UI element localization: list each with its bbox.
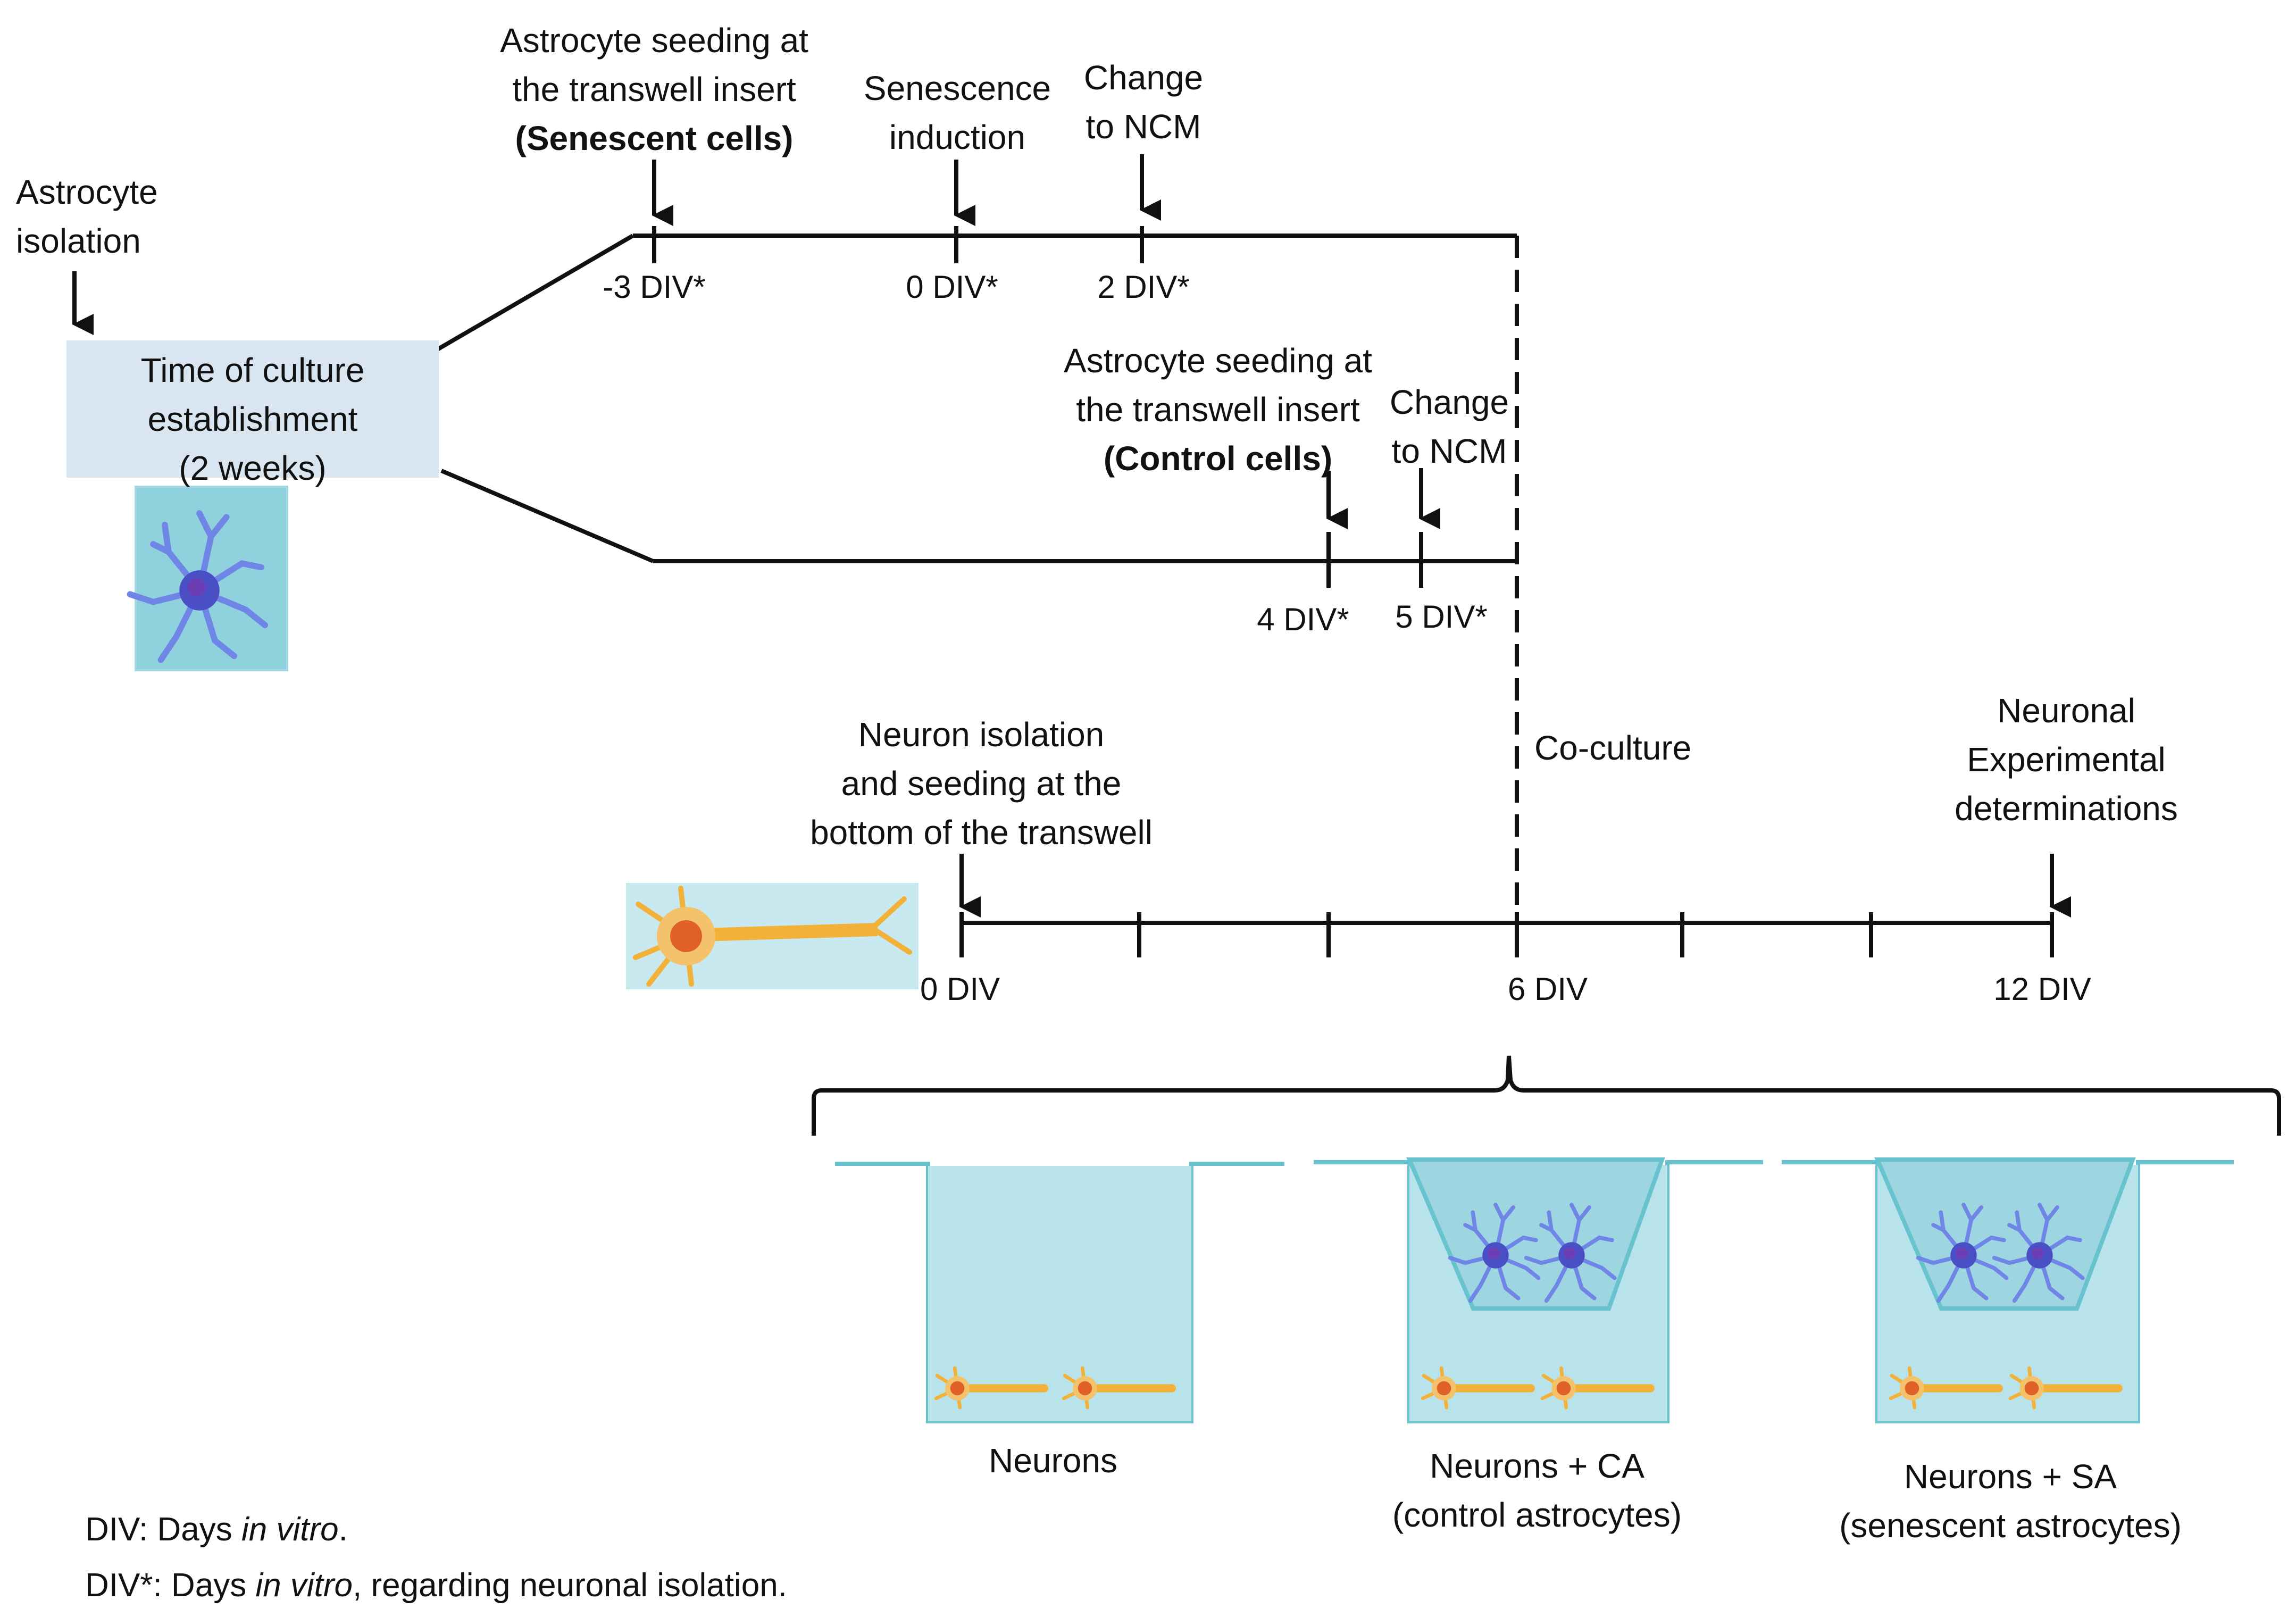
down-arrow-icon <box>72 154 2071 918</box>
neuron-iso-line-3: bottom of the transwell <box>810 813 1153 852</box>
culture-label-1: Time of culture <box>140 351 365 389</box>
change-bottom-line-2: to NCM <box>1391 432 1507 470</box>
change-top-line-1: Change <box>1083 59 1204 97</box>
neuron-cell-icon <box>626 883 919 989</box>
transwell-well-icon <box>835 1162 1284 1423</box>
well-label-neurons: Neurons <box>989 1441 1117 1480</box>
well-sa-line-2: (senescent astrocytes) <box>1839 1506 2182 1545</box>
well-sa-line-1: Neurons + SA <box>1903 1457 2117 1496</box>
well-label-ca: Neurons + CA (control astrocytes) <box>1351 1441 1723 1539</box>
tick-5-divstar: 5 DIV* <box>1395 599 1488 635</box>
tick-4-divstar: 4 DIV* <box>1257 602 1349 637</box>
transwell-insert-icon <box>1406 1157 1665 1311</box>
coculture-label: Co-culture <box>1534 729 1692 767</box>
senescent-seeding-label: Astrocyte seeding at the transwell inser… <box>468 16 840 163</box>
astro-isolation-line-2: isolation <box>16 222 141 260</box>
culture-establishment-box: Time of culture establishment (2 weeks) <box>66 340 439 487</box>
ctrl-seed-line-1: Astrocyte seeding at <box>1064 341 1372 380</box>
change-ncm-label-top: Change to NCM <box>1058 53 1229 151</box>
tick-12-div: 12 DIV <box>1993 971 2091 1007</box>
tick-0-div: 0 DIV <box>920 971 1000 1007</box>
well-ca-line-1: Neurons + CA <box>1430 1447 1644 1485</box>
change-ncm-label-bottom: Change to NCM <box>1370 378 1529 476</box>
astro-isolation-line-1: Astrocyte <box>16 173 158 211</box>
senescent-timeline <box>424 226 1517 359</box>
neuronal-determinations-label: Neuronal Experimental determinations <box>1893 686 2239 833</box>
control-seeding-label: Astrocyte seeding at the transwell inser… <box>1037 336 1399 483</box>
culture-label-2: establishment <box>147 400 358 438</box>
neuron-iso-line-2: and seeding at the <box>841 764 1122 803</box>
change-bottom-line-1: Change <box>1389 383 1509 421</box>
sen-seed-line-1: Astrocyte seeding at <box>500 21 808 60</box>
tick-6-div: 6 DIV <box>1507 971 1588 1007</box>
neuron-isolation-label: Neuron isolation and seeding at the bott… <box>755 710 1207 857</box>
neuronal-line-1: Neuronal <box>1997 691 2135 730</box>
neuronal-line-3: determinations <box>1955 789 2178 828</box>
tick-2-divstar: 2 DIV* <box>1097 269 1190 305</box>
sen-seed-line-3: (Senescent cells) <box>515 119 794 157</box>
transwell-insert-icon <box>1874 1157 2136 1311</box>
well-ca-line-2: (control astrocytes) <box>1392 1496 1682 1534</box>
ctrl-seed-line-2: the transwell insert <box>1076 390 1360 429</box>
curly-brace-icon <box>812 1055 2281 1136</box>
change-top-line-2: to NCM <box>1086 107 1201 146</box>
tick-0-divstar: 0 DIV* <box>906 269 998 305</box>
neuronal-line-2: Experimental <box>1967 740 2166 779</box>
senescence-line-2: induction <box>889 118 1026 156</box>
control-timeline <box>440 469 1517 588</box>
sen-seed-line-2: the transwell insert <box>512 70 796 109</box>
ctrl-seed-line-3: (Control cells) <box>1103 439 1333 478</box>
neuron-iso-line-1: Neuron isolation <box>858 715 1105 754</box>
legend-div: DIV: Days in vitro. <box>85 1511 348 1548</box>
legend-divstar: DIV*: Days in vitro, regarding neuronal … <box>85 1567 787 1604</box>
culture-label-3: (2 weeks) <box>179 449 327 487</box>
well-label-sa: Neurons + SA (senescent astrocytes) <box>1808 1452 2212 1550</box>
senescence-induction-label: Senescence induction <box>840 64 1074 162</box>
tick-minus3-div: -3 DIV* <box>603 269 706 305</box>
astrocyte-cell-icon <box>130 486 288 671</box>
neuron-timeline <box>959 912 2054 957</box>
astrocyte-isolation-label: Astrocyte isolation <box>16 168 158 265</box>
senescence-line-1: Senescence <box>863 69 1051 107</box>
